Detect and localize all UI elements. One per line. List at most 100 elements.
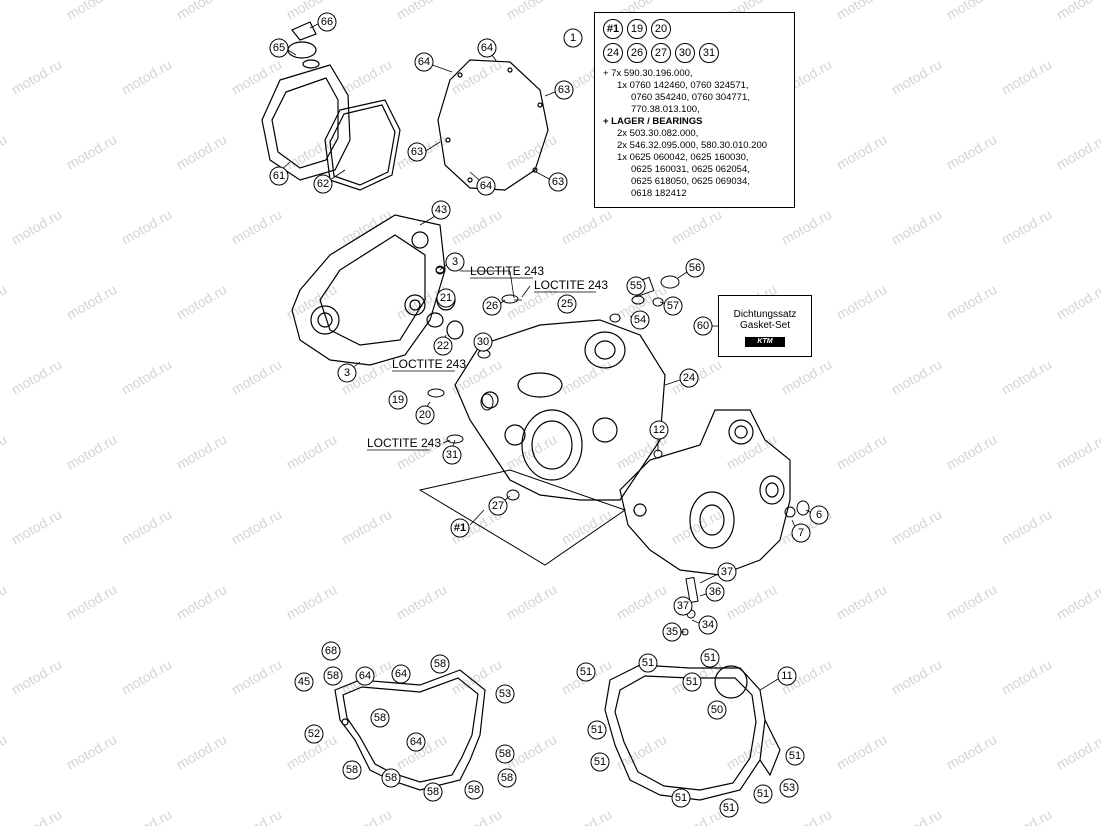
callout-number: #1 <box>454 522 466 534</box>
callout-circle <box>317 12 337 32</box>
callout-number: 58 <box>374 712 386 724</box>
callout-circle <box>476 176 496 196</box>
callout-number: 22 <box>437 340 449 352</box>
watermark-text: motod.ru <box>889 206 945 247</box>
callout-number: 53 <box>783 782 795 794</box>
callout-number: 19 <box>392 394 404 406</box>
callout-circle <box>707 700 727 720</box>
watermark-text: motod.ru <box>669 806 725 826</box>
kit-line: 0625 160031, 0625 062054, <box>631 164 750 175</box>
callout-circle <box>323 666 343 686</box>
callout-circle <box>649 420 669 440</box>
callout-circle <box>355 666 375 686</box>
callout-number: 1 <box>570 32 576 44</box>
callout-circle <box>431 200 451 220</box>
watermark-text: motod.ru <box>889 656 945 697</box>
callout-circle <box>495 744 515 764</box>
watermark-text: motod.ru <box>999 206 1055 247</box>
callout-circle <box>313 174 333 194</box>
watermark-text: motod.ru <box>504 0 560 23</box>
watermark-text: motod.ru <box>339 56 395 97</box>
callout-number: 12 <box>653 424 665 436</box>
watermark-text: motod.ru <box>64 0 120 23</box>
callout-circle <box>809 505 829 525</box>
watermark-text: motod.ru <box>9 656 65 697</box>
callout-circle <box>269 38 289 58</box>
watermark-text: motod.ru <box>944 0 1000 23</box>
callout-number: 31 <box>446 449 458 461</box>
watermark-text: motod.ru <box>119 356 175 397</box>
gasket-set-title-en: Gasket-Set <box>739 320 791 331</box>
callout-number: 43 <box>435 204 447 216</box>
callout-number: 51 <box>580 666 592 678</box>
callout-circle <box>791 523 811 543</box>
watermark-text: motod.ru <box>119 206 175 247</box>
watermark-text: motod.ru <box>834 581 890 622</box>
callout-circle <box>482 296 502 316</box>
callout-number: 3 <box>344 367 350 379</box>
callout-circle <box>430 654 450 674</box>
callout-circle <box>576 662 596 682</box>
watermark-text: motod.ru <box>0 281 9 322</box>
callout-number: 64 <box>418 56 430 68</box>
ktm-logo: KTM <box>745 337 785 347</box>
watermark-text: motod.ru <box>944 131 1000 172</box>
watermark-text: motod.ru <box>504 581 560 622</box>
callout-number: 66 <box>321 16 333 28</box>
callout-number: 51 <box>789 750 801 762</box>
kit-line: 770.38.013.100, <box>631 104 700 115</box>
kit-number: 24 <box>603 43 623 63</box>
callout-number: 64 <box>359 670 371 682</box>
watermark-text: motod.ru <box>229 656 285 697</box>
watermark-text: motod.ru <box>284 431 340 472</box>
watermark-text: motod.ru <box>449 206 505 247</box>
callout-circle <box>557 294 577 314</box>
callout-number: 51 <box>642 657 654 669</box>
callout-circle <box>693 316 713 336</box>
loctite-label-1: LOCTITE 243 <box>470 264 544 278</box>
callout-circle <box>671 788 691 808</box>
callout-circle <box>321 641 341 661</box>
callout-circle <box>337 363 357 383</box>
watermark-text: motod.ru <box>779 356 835 397</box>
callout-number: 58 <box>499 748 511 760</box>
callout-number: 58 <box>434 658 446 670</box>
callout-number: 27 <box>492 500 504 512</box>
watermark-text: motod.ru <box>944 281 1000 322</box>
callout-number: 6 <box>816 509 822 521</box>
watermark-text: motod.ru <box>834 281 890 322</box>
watermark-text: motod.ru <box>834 131 890 172</box>
callout-circle <box>391 664 411 684</box>
loctite-underlines <box>367 277 596 451</box>
callout-circle <box>682 672 702 692</box>
watermark-text: motod.ru <box>724 581 780 622</box>
callout-number: 58 <box>468 784 480 796</box>
kit-number: #1 <box>603 19 623 39</box>
callout-number: 58 <box>427 786 439 798</box>
kit-number: 20 <box>651 19 671 39</box>
callout-number: 45 <box>298 676 310 688</box>
callout-number: 37 <box>721 566 733 578</box>
watermark-text: motod.ru <box>0 131 9 172</box>
callout-number: 3 <box>452 256 458 268</box>
watermark-text: motod.ru <box>779 806 835 826</box>
callout-number: 53 <box>499 688 511 700</box>
callout-circle <box>705 582 725 602</box>
gasket-set-title-de: Dichtungssatz <box>733 309 797 320</box>
callout-circle <box>717 562 737 582</box>
callout-circle <box>638 653 658 673</box>
kit-line: 2x 546.32.095.000, 580.30.010.200 <box>617 140 768 151</box>
gasket-set-box: Dichtungssatz Gasket-Set KTM <box>718 295 812 357</box>
watermark-text: motod.ru <box>64 431 120 472</box>
callout-number: 24 <box>683 372 695 384</box>
callout-number: 35 <box>666 626 678 638</box>
watermark-text: motod.ru <box>1054 0 1101 23</box>
watermark-text: motod.ru <box>119 506 175 547</box>
callout-circle <box>719 798 739 818</box>
watermark-text: motod.ru <box>999 656 1055 697</box>
callout-number: 37 <box>677 600 689 612</box>
callout-number: 30 <box>477 336 489 348</box>
callout-circle <box>406 732 426 752</box>
callout-circle <box>414 52 434 72</box>
